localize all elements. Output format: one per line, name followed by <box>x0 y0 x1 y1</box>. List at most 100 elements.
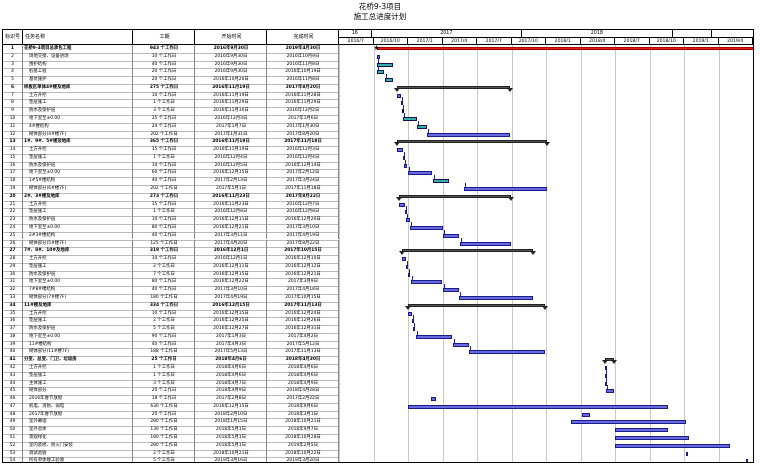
task-bar[interactable] <box>410 225 443 230</box>
task-bar[interactable] <box>398 202 405 207</box>
task-bar[interactable] <box>415 334 453 339</box>
task-bar[interactable] <box>403 163 408 168</box>
task-bar[interactable] <box>464 187 548 192</box>
task-bar[interactable] <box>746 459 749 462</box>
task-bar[interactable] <box>432 179 449 184</box>
task-bar[interactable] <box>614 443 731 448</box>
task-bar[interactable] <box>417 124 427 129</box>
task-bar[interactable] <box>443 233 460 238</box>
task-bar[interactable] <box>459 295 534 300</box>
task-bar[interactable] <box>402 257 406 262</box>
summary-bar[interactable] <box>604 358 615 362</box>
col-header-start[interactable]: 开始时间 <box>195 30 267 44</box>
col-header-duration[interactable]: 工期 <box>133 30 195 44</box>
task-bar[interactable] <box>604 373 607 378</box>
col-header-id[interactable]: 标识号 <box>3 30 23 44</box>
task-bar[interactable] <box>571 420 687 425</box>
task-bar[interactable] <box>407 272 411 277</box>
task-bar[interactable] <box>397 93 401 98</box>
task-bar[interactable] <box>397 148 403 153</box>
task-bar[interactable] <box>411 319 414 324</box>
task-bar[interactable] <box>376 54 381 59</box>
col-header-end[interactable]: 完成时间 <box>267 30 339 44</box>
task-bar[interactable] <box>376 62 393 67</box>
task-bar[interactable] <box>605 381 608 386</box>
task-bar[interactable] <box>686 451 689 456</box>
task-bar[interactable] <box>402 117 417 122</box>
task-bar[interactable] <box>376 70 385 75</box>
summary-bar[interactable] <box>397 85 511 89</box>
task-bar[interactable] <box>401 101 404 106</box>
task-bar[interactable] <box>581 412 590 417</box>
col-header-name[interactable]: 任务名称 <box>23 30 133 44</box>
summary-bar[interactable] <box>407 303 546 307</box>
summary-bar[interactable] <box>398 194 511 198</box>
task-bar[interactable] <box>614 436 690 440</box>
task-bar[interactable] <box>401 109 404 114</box>
task-bar[interactable] <box>452 342 469 347</box>
task-bar[interactable] <box>404 210 407 215</box>
task-bar[interactable] <box>384 78 393 83</box>
task-bar[interactable] <box>407 171 433 176</box>
project-bar[interactable] <box>376 47 753 50</box>
task-bar[interactable] <box>614 428 669 433</box>
task-bar[interactable] <box>412 327 415 332</box>
task-bar[interactable] <box>410 280 443 285</box>
task-bar[interactable] <box>406 264 409 269</box>
task-bar[interactable] <box>604 365 607 370</box>
summary-bar[interactable] <box>402 249 534 253</box>
task-bar[interactable] <box>442 288 459 293</box>
task-bar[interactable] <box>605 389 614 394</box>
task-bar[interactable] <box>430 397 437 402</box>
task-bar[interactable] <box>406 218 410 223</box>
task-bar[interactable] <box>469 350 546 355</box>
